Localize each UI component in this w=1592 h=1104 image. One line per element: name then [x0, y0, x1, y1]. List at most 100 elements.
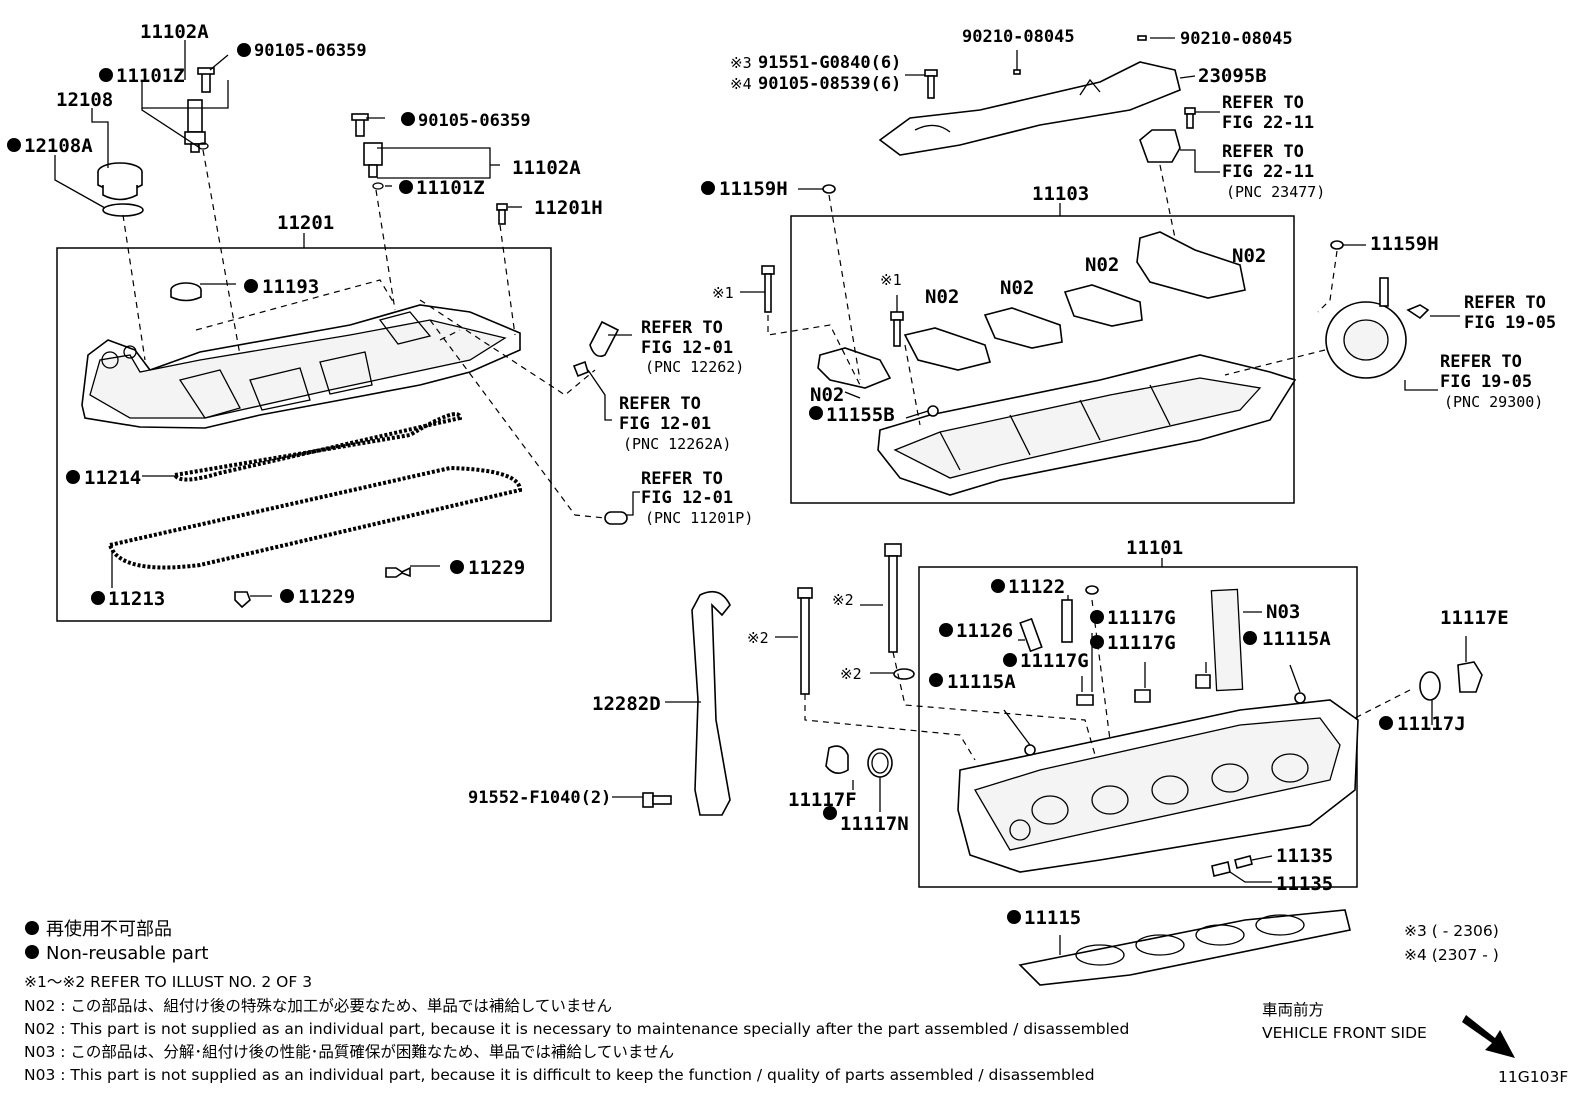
mark-2-a: ※2	[832, 591, 854, 609]
camshaft-housing-frame	[790, 215, 1295, 504]
cylinder-head-part	[957, 699, 1359, 873]
pin-11126-part	[1019, 617, 1043, 653]
leader-11102A-mid	[377, 147, 491, 179]
refer-12262-line2: FIG 12-01	[641, 338, 733, 358]
oil-filler-cap-part	[97, 162, 144, 217]
date-range-4: ※4 (2307 - )	[1404, 946, 1499, 964]
refer-12262A-line1: REFER TO	[619, 394, 701, 414]
label-N02-e: N02	[1232, 245, 1266, 267]
note-n03-en: N03 : This part is not supplied as an in…	[24, 1066, 1095, 1084]
label-11229-b: 11229	[298, 586, 355, 608]
label-N03: N03	[1266, 601, 1300, 623]
label-91552: 91552-F1040(2)	[468, 788, 611, 808]
head-bolt-mk2-b-part	[884, 543, 902, 653]
label-11102A-mid: 11102A	[512, 157, 581, 179]
plug-11159H-b-part	[1330, 240, 1344, 250]
legend-illust-ref: ※1～※2 REFER TO ILLUST NO. 2 OF 3	[24, 973, 312, 991]
label-11213: 11213	[108, 588, 165, 610]
oil-delivery-pipe-23095B-part	[878, 61, 1181, 156]
bolt-mk1-b-part	[890, 311, 904, 347]
note-n02-en: N02 : This part is not supplied as an in…	[24, 1020, 1129, 1038]
leader-11102A-top	[141, 80, 229, 109]
label-11101: 11101	[1126, 537, 1183, 559]
nonreusable-dot-icon	[939, 623, 953, 637]
legend-jp-nonreusable: 再使用不可部品	[46, 919, 172, 940]
refer-23477-line1: REFER TO	[1222, 142, 1304, 162]
ring-11117J-part	[1419, 671, 1441, 701]
nonreusable-dot-icon	[244, 279, 258, 293]
label-11115A-a: 11115A	[947, 671, 1016, 693]
label-11201H: 11201H	[534, 197, 603, 219]
bolt-refer-22-11-part	[1184, 107, 1196, 129]
label-11103: 11103	[1032, 183, 1089, 205]
label-91551: 91551-G0840(6)	[758, 53, 901, 73]
mark-1-b: ※1	[880, 271, 902, 289]
cam-cap-n02-a-part	[817, 347, 892, 389]
cam-cap-n02-e-part	[1136, 231, 1246, 299]
washer-90210-b-part	[1137, 35, 1147, 41]
clip-12262A-part	[572, 360, 589, 378]
bolt-mk1-a-part	[761, 265, 775, 313]
insert-N03-part	[1210, 588, 1244, 692]
leader-12108	[91, 108, 109, 168]
hose-12262-part	[589, 320, 620, 358]
plug-11117G-a-part	[1076, 694, 1094, 706]
nonreusable-dot-icon	[701, 181, 715, 195]
refer-11201P-line1: REFER TO	[641, 469, 723, 489]
label-12108: 12108	[56, 89, 113, 111]
mark-4: ※4	[730, 75, 752, 93]
sensor-11102A-top-part	[184, 67, 215, 153]
label-11101Z-mid: 11101Z	[416, 177, 485, 199]
refer-12262A-line2: FIG 12-01	[619, 414, 711, 434]
camshaft-housing-part	[877, 354, 1297, 496]
label-11159H-a: 11159H	[719, 178, 788, 200]
legend-en-nonreusable: Non-reusable part	[46, 943, 208, 964]
label-N02-d: N02	[1085, 254, 1119, 276]
legend-dot-icon	[25, 945, 39, 959]
label-11115A-b: 11115A	[1262, 628, 1331, 650]
refer-19-05-line1: REFER TO	[1464, 293, 1546, 313]
label-11135-b: 11135	[1276, 873, 1333, 895]
washer-mk2-c-part	[893, 668, 915, 680]
gasket-11214-part	[171, 412, 463, 482]
nonreusable-dot-icon	[929, 673, 943, 687]
label-12282D: 12282D	[592, 693, 661, 715]
refer-23477-line3: (PNC 23477)	[1226, 183, 1325, 201]
label-N02-b: N02	[925, 286, 959, 308]
nonreusable-dot-icon	[401, 112, 415, 126]
leader-11101Z-top	[141, 108, 201, 149]
nonreusable-dot-icon	[66, 470, 80, 484]
refer-22-11-line2: FIG 22-11	[1222, 113, 1314, 133]
plug-11135-a-part	[1234, 855, 1253, 869]
nonreusable-dot-icon	[1243, 631, 1257, 645]
bracket-23477-part	[1139, 129, 1181, 163]
timing-chain-guide-part	[691, 590, 731, 816]
legend-dot-icon	[25, 921, 39, 935]
label-11117N: 11117N	[840, 813, 909, 835]
label-12108A: 12108A	[24, 135, 93, 157]
plug-11122-top-part	[1085, 585, 1099, 595]
bolt-91552-part	[642, 792, 672, 808]
refer-19-05-line2: FIG 19-05	[1464, 313, 1556, 333]
nonreusable-dot-icon	[399, 180, 413, 194]
plug-11229-b-part	[234, 591, 251, 609]
nonreusable-dot-icon	[7, 138, 21, 152]
label-11117G-c: 11117G	[1020, 650, 1089, 672]
pin-11115A-a-part	[1024, 744, 1036, 756]
label-11117E: 11117E	[1440, 607, 1509, 629]
label-11229-a: 11229	[468, 557, 525, 579]
valve-cover-part	[81, 304, 521, 429]
leader-12108A	[54, 155, 106, 209]
refer-29300-line2: FIG 19-05	[1440, 372, 1532, 392]
label-11115: 11115	[1024, 907, 1081, 929]
front-jp: 車両前方	[1262, 1001, 1324, 1019]
label-11159H-b: 11159H	[1370, 233, 1439, 255]
nonreusable-dot-icon	[809, 406, 823, 420]
leader-90105-top	[209, 54, 229, 71]
label-11122: 11122	[1008, 576, 1065, 598]
refer-11201P-line3: (PNC 11201P)	[645, 509, 753, 527]
cam-cap-n02-b-part	[903, 327, 992, 371]
label-90105-08539: 90105-08539(6)	[758, 74, 901, 94]
nonreusable-dot-icon	[280, 589, 294, 603]
